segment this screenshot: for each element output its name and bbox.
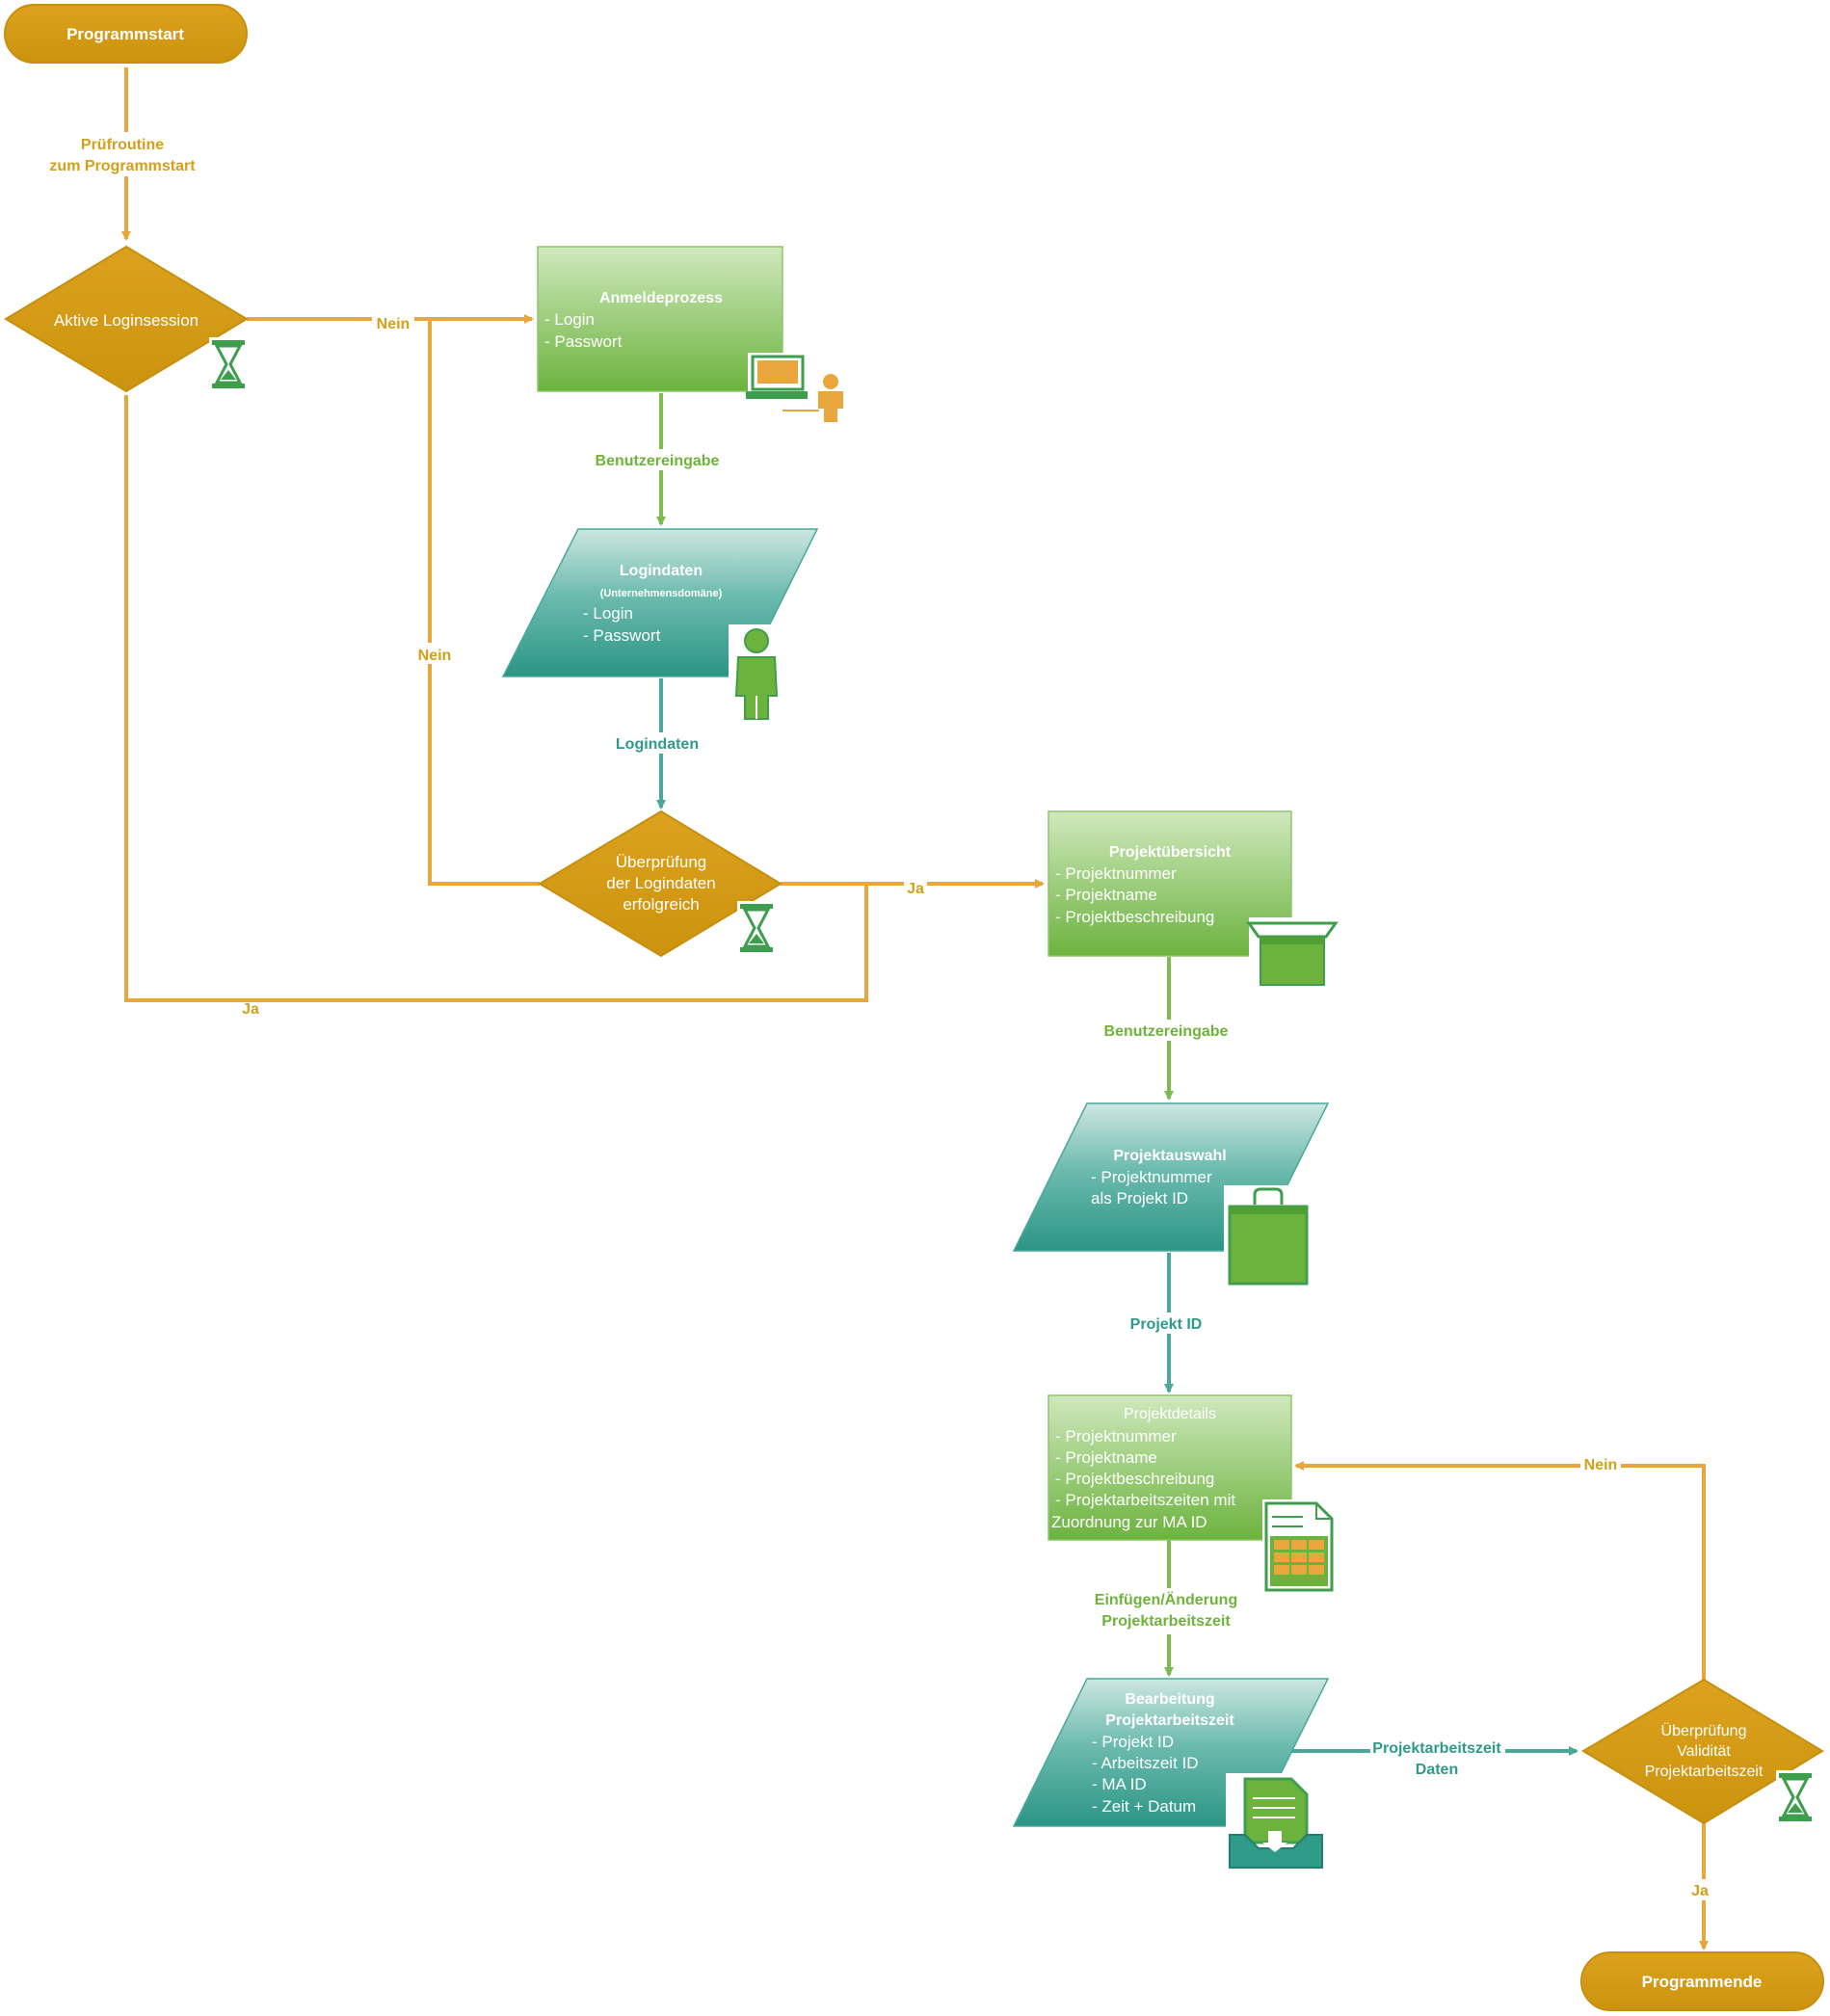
document-tray-icon	[1226, 1773, 1324, 1871]
bearbeitung-title-1: Bearbeitung	[1125, 1691, 1214, 1708]
projektdetails-line-5: Zuordnung zur MA ID	[1051, 1513, 1207, 1531]
process-anmeldeprozess: Anmeldeprozess - Login - Passwort	[537, 246, 843, 422]
projektdetails-line-1: - Projektnummer	[1055, 1427, 1177, 1446]
process-projektuebersicht: Projektübersicht - Projektnummer - Proje…	[1048, 810, 1339, 989]
person-icon	[729, 624, 782, 723]
projektuebersicht-line-2: - Projektname	[1055, 886, 1157, 904]
label-ja-3: Ja	[1691, 1883, 1709, 1899]
anmeldeprozess-line-1: - Login	[544, 310, 595, 329]
edge-labels: Prüfroutine zum Programmstart Nein Nein …	[39, 132, 1717, 1900]
bearbeitung-line-1: - Projekt ID	[1092, 1733, 1174, 1751]
process-projektdetails: Projektdetails - Projektnummer - Projekt…	[1048, 1394, 1336, 1594]
computer-user-icon	[746, 353, 843, 422]
label-projektarbeitszeit-2: Daten	[1416, 1762, 1458, 1778]
terminal-start: Programmstart	[4, 4, 248, 64]
open-box-icon	[1246, 917, 1339, 989]
label-pruefroutine-2: zum Programmstart	[49, 158, 196, 174]
spreadsheet-icon	[1262, 1499, 1336, 1594]
anmeldeprozess-line-2: - Passwort	[544, 332, 623, 351]
label-nein-2: Nein	[418, 648, 452, 664]
label-ja-2: Ja	[242, 1001, 259, 1018]
projektdetails-title: Projektdetails	[1124, 1406, 1216, 1422]
decision-login-session: Aktive Loginsession	[4, 245, 250, 393]
projektuebersicht-line-3: - Projektbeschreibung	[1055, 908, 1214, 926]
io-logindaten: Logindaten (Unternehmensdomäne) - Login …	[501, 528, 819, 723]
decision-login-check: Überprüfung der Logindaten erfolgreich	[538, 809, 782, 958]
decision-validity-check: Überprüfung Validität Projektarbeitszeit	[1581, 1678, 1824, 1826]
connectors	[121, 67, 1709, 1950]
projektdetails-line-2: - Projektname	[1055, 1448, 1157, 1467]
shopping-bag-icon	[1224, 1185, 1311, 1287]
bearbeitung-line-4: - Zeit + Datum	[1092, 1797, 1196, 1816]
bearbeitung-line-3: - MA ID	[1092, 1775, 1147, 1793]
label-einfuegen-1: Einfügen/Änderung	[1095, 1591, 1237, 1608]
projektauswahl-line-2: als Projekt ID	[1091, 1189, 1188, 1207]
logindaten-subtitle: (Unternehmensdomäne)	[600, 588, 723, 599]
terminal-end-label: Programmende	[1642, 1973, 1763, 1991]
terminal-start-label: Programmstart	[66, 25, 184, 43]
label-benutzereingabe-1: Benutzereingabe	[596, 453, 720, 469]
label-nein-3: Nein	[1584, 1457, 1618, 1473]
decision-validity-line-1: Überprüfung	[1661, 1722, 1747, 1739]
decision-validity-line-3: Projektarbeitszeit	[1645, 1764, 1764, 1780]
edge-validity-nein	[1294, 1461, 1706, 1682]
bearbeitung-line-2: - Arbeitszeit ID	[1092, 1754, 1199, 1772]
label-pruefroutine-1: Prüfroutine	[81, 137, 164, 153]
decision-login-session-line: Aktive Loginsession	[54, 311, 199, 330]
hourglass-icon	[735, 899, 778, 957]
io-bearbeitung: Bearbeitung Projektarbeitszeit - Projekt…	[1012, 1678, 1330, 1871]
decision-validity-line-2: Validität	[1677, 1743, 1731, 1760]
hourglass-icon	[1774, 1768, 1817, 1826]
bearbeitung-title-2: Projektarbeitszeit	[1105, 1712, 1234, 1729]
logindaten-title: Logindaten	[620, 563, 703, 579]
terminal-end: Programmende	[1580, 1951, 1824, 2011]
label-einfuegen-2: Projektarbeitszeit	[1101, 1613, 1231, 1630]
projektauswahl-title: Projektauswahl	[1113, 1148, 1226, 1164]
edge-session-ja	[124, 395, 868, 1002]
label-logindaten: Logindaten	[616, 736, 699, 753]
projektuebersicht-line-1: - Projektnummer	[1055, 864, 1177, 883]
label-projekt-id: Projekt ID	[1130, 1316, 1203, 1333]
hourglass-icon	[207, 335, 250, 393]
decision-login-check-line-1: Überprüfung	[616, 853, 707, 871]
decision-login-check-line-2: der Logindaten	[606, 874, 715, 892]
label-benutzereingabe-2: Benutzereingabe	[1104, 1023, 1229, 1040]
anmeldeprozess-title: Anmeldeprozess	[599, 290, 723, 306]
logindaten-line-2: - Passwort	[583, 626, 661, 645]
label-projektarbeitszeit-1: Projektarbeitszeit	[1372, 1740, 1501, 1757]
projektauswahl-line-1: - Projektnummer	[1091, 1168, 1212, 1186]
projektuebersicht-title: Projektübersicht	[1109, 844, 1232, 861]
label-nein-1: Nein	[377, 316, 411, 332]
logindaten-line-1: - Login	[583, 604, 633, 623]
label-ja-1: Ja	[907, 881, 924, 897]
decision-login-check-line-3: erfolgreich	[623, 895, 699, 914]
projektdetails-line-4: - Projektarbeitszeiten mit	[1055, 1491, 1235, 1509]
projektdetails-line-3: - Projektbeschreibung	[1055, 1470, 1214, 1488]
io-projektauswahl: Projektauswahl - Projektnummer als Proje…	[1012, 1102, 1330, 1287]
edge-check-nein	[428, 319, 540, 886]
